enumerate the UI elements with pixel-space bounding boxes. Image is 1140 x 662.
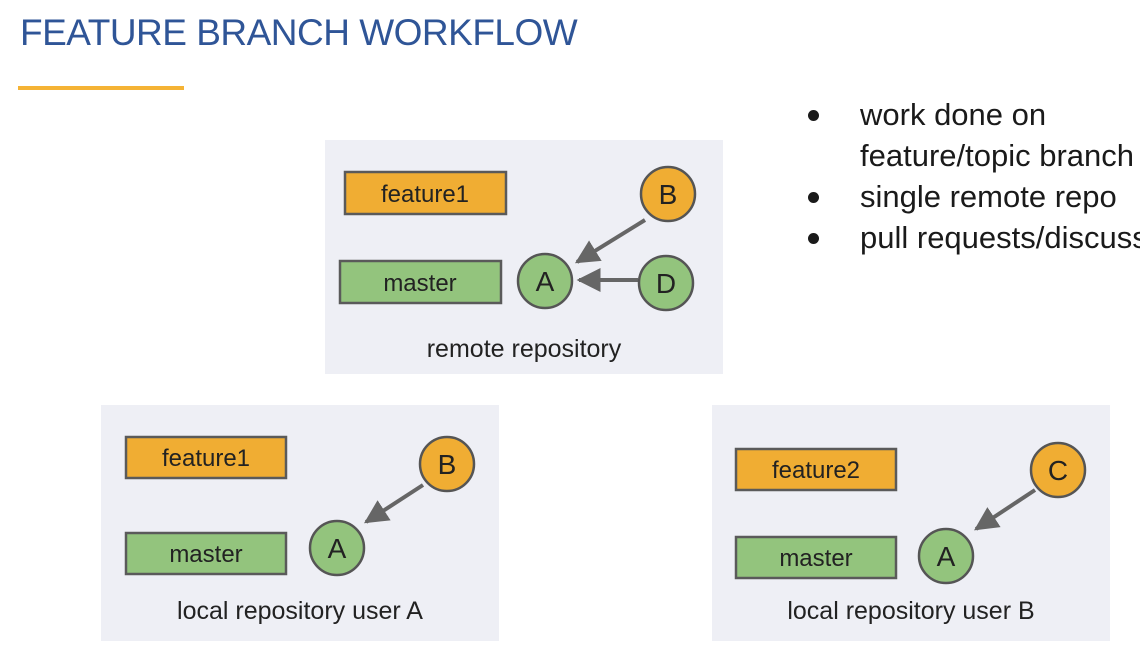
commit-node-b xyxy=(639,165,697,223)
commit-edge-b-a xyxy=(363,483,425,524)
bullet-text: single remote repo xyxy=(860,179,1117,214)
master-branch-label xyxy=(338,259,503,305)
commit-node-a xyxy=(917,527,975,585)
bullet-item: work done on feature/topic branch xyxy=(800,94,1140,176)
panel-caption: remote repository xyxy=(426,335,622,363)
title-underline xyxy=(18,86,184,90)
slide-title: FEATURE BRANCH WORKFLOW xyxy=(20,12,578,53)
bullet-text: work done on xyxy=(860,97,1047,132)
bullet-list: work done on feature/topic branch single… xyxy=(800,94,1140,258)
feature-branch-label xyxy=(734,447,898,492)
master-branch-label xyxy=(734,535,898,580)
commit-node-c-label: C xyxy=(1048,455,1068,486)
bullet-item: pull requests/discussion xyxy=(800,217,1140,258)
commit-edge-b-a xyxy=(574,218,647,264)
bullet-dot-icon xyxy=(808,110,819,121)
commit-edge-c-a xyxy=(973,488,1037,531)
feature-branch-text: feature1 xyxy=(162,445,250,472)
user-b-repository-graph: feature2 master A C xyxy=(734,441,1087,585)
commit-node-a-label: A xyxy=(536,266,555,297)
remote-repository-panel: feature1 master A B D remote repository xyxy=(325,140,723,374)
bullet-dot-icon xyxy=(808,233,819,244)
commit-node-b xyxy=(418,435,476,493)
panel-caption: local repository user A xyxy=(177,597,423,625)
commit-node-b-label: B xyxy=(659,179,678,210)
bullet-text: pull requests/discussion xyxy=(860,220,1140,255)
master-branch-text: master xyxy=(779,545,852,572)
commit-node-c xyxy=(1029,441,1087,499)
master-branch-label xyxy=(124,531,288,576)
feature-branch-label xyxy=(343,170,508,216)
bullet-dot-icon xyxy=(808,192,819,203)
panel-caption: local repository user B xyxy=(787,597,1035,625)
bullet-text-continued: feature/topic branch xyxy=(860,138,1135,173)
commit-node-a-label: A xyxy=(937,541,956,572)
user-a-repository-panel: feature1 master A B local repository use… xyxy=(101,405,499,641)
user-a-repository-graph: feature1 master A B xyxy=(124,435,476,577)
commit-node-d-label: D xyxy=(656,268,676,299)
master-branch-text: master xyxy=(383,270,456,297)
feature-branch-text: feature1 xyxy=(381,181,469,208)
master-branch-text: master xyxy=(169,541,242,568)
commit-node-d xyxy=(637,254,695,312)
feature-branch-text: feature2 xyxy=(772,457,860,484)
commit-node-a-label: A xyxy=(328,533,347,564)
commit-node-a xyxy=(516,252,574,310)
feature-branch-label xyxy=(124,435,288,480)
commit-node-a xyxy=(308,519,366,577)
remote-repository-graph: feature1 master A B D xyxy=(338,165,697,312)
commit-node-b-label: B xyxy=(438,449,457,480)
bullet-item: single remote repo xyxy=(800,176,1140,217)
user-b-repository-panel: feature2 master A C local repository use… xyxy=(712,405,1110,641)
